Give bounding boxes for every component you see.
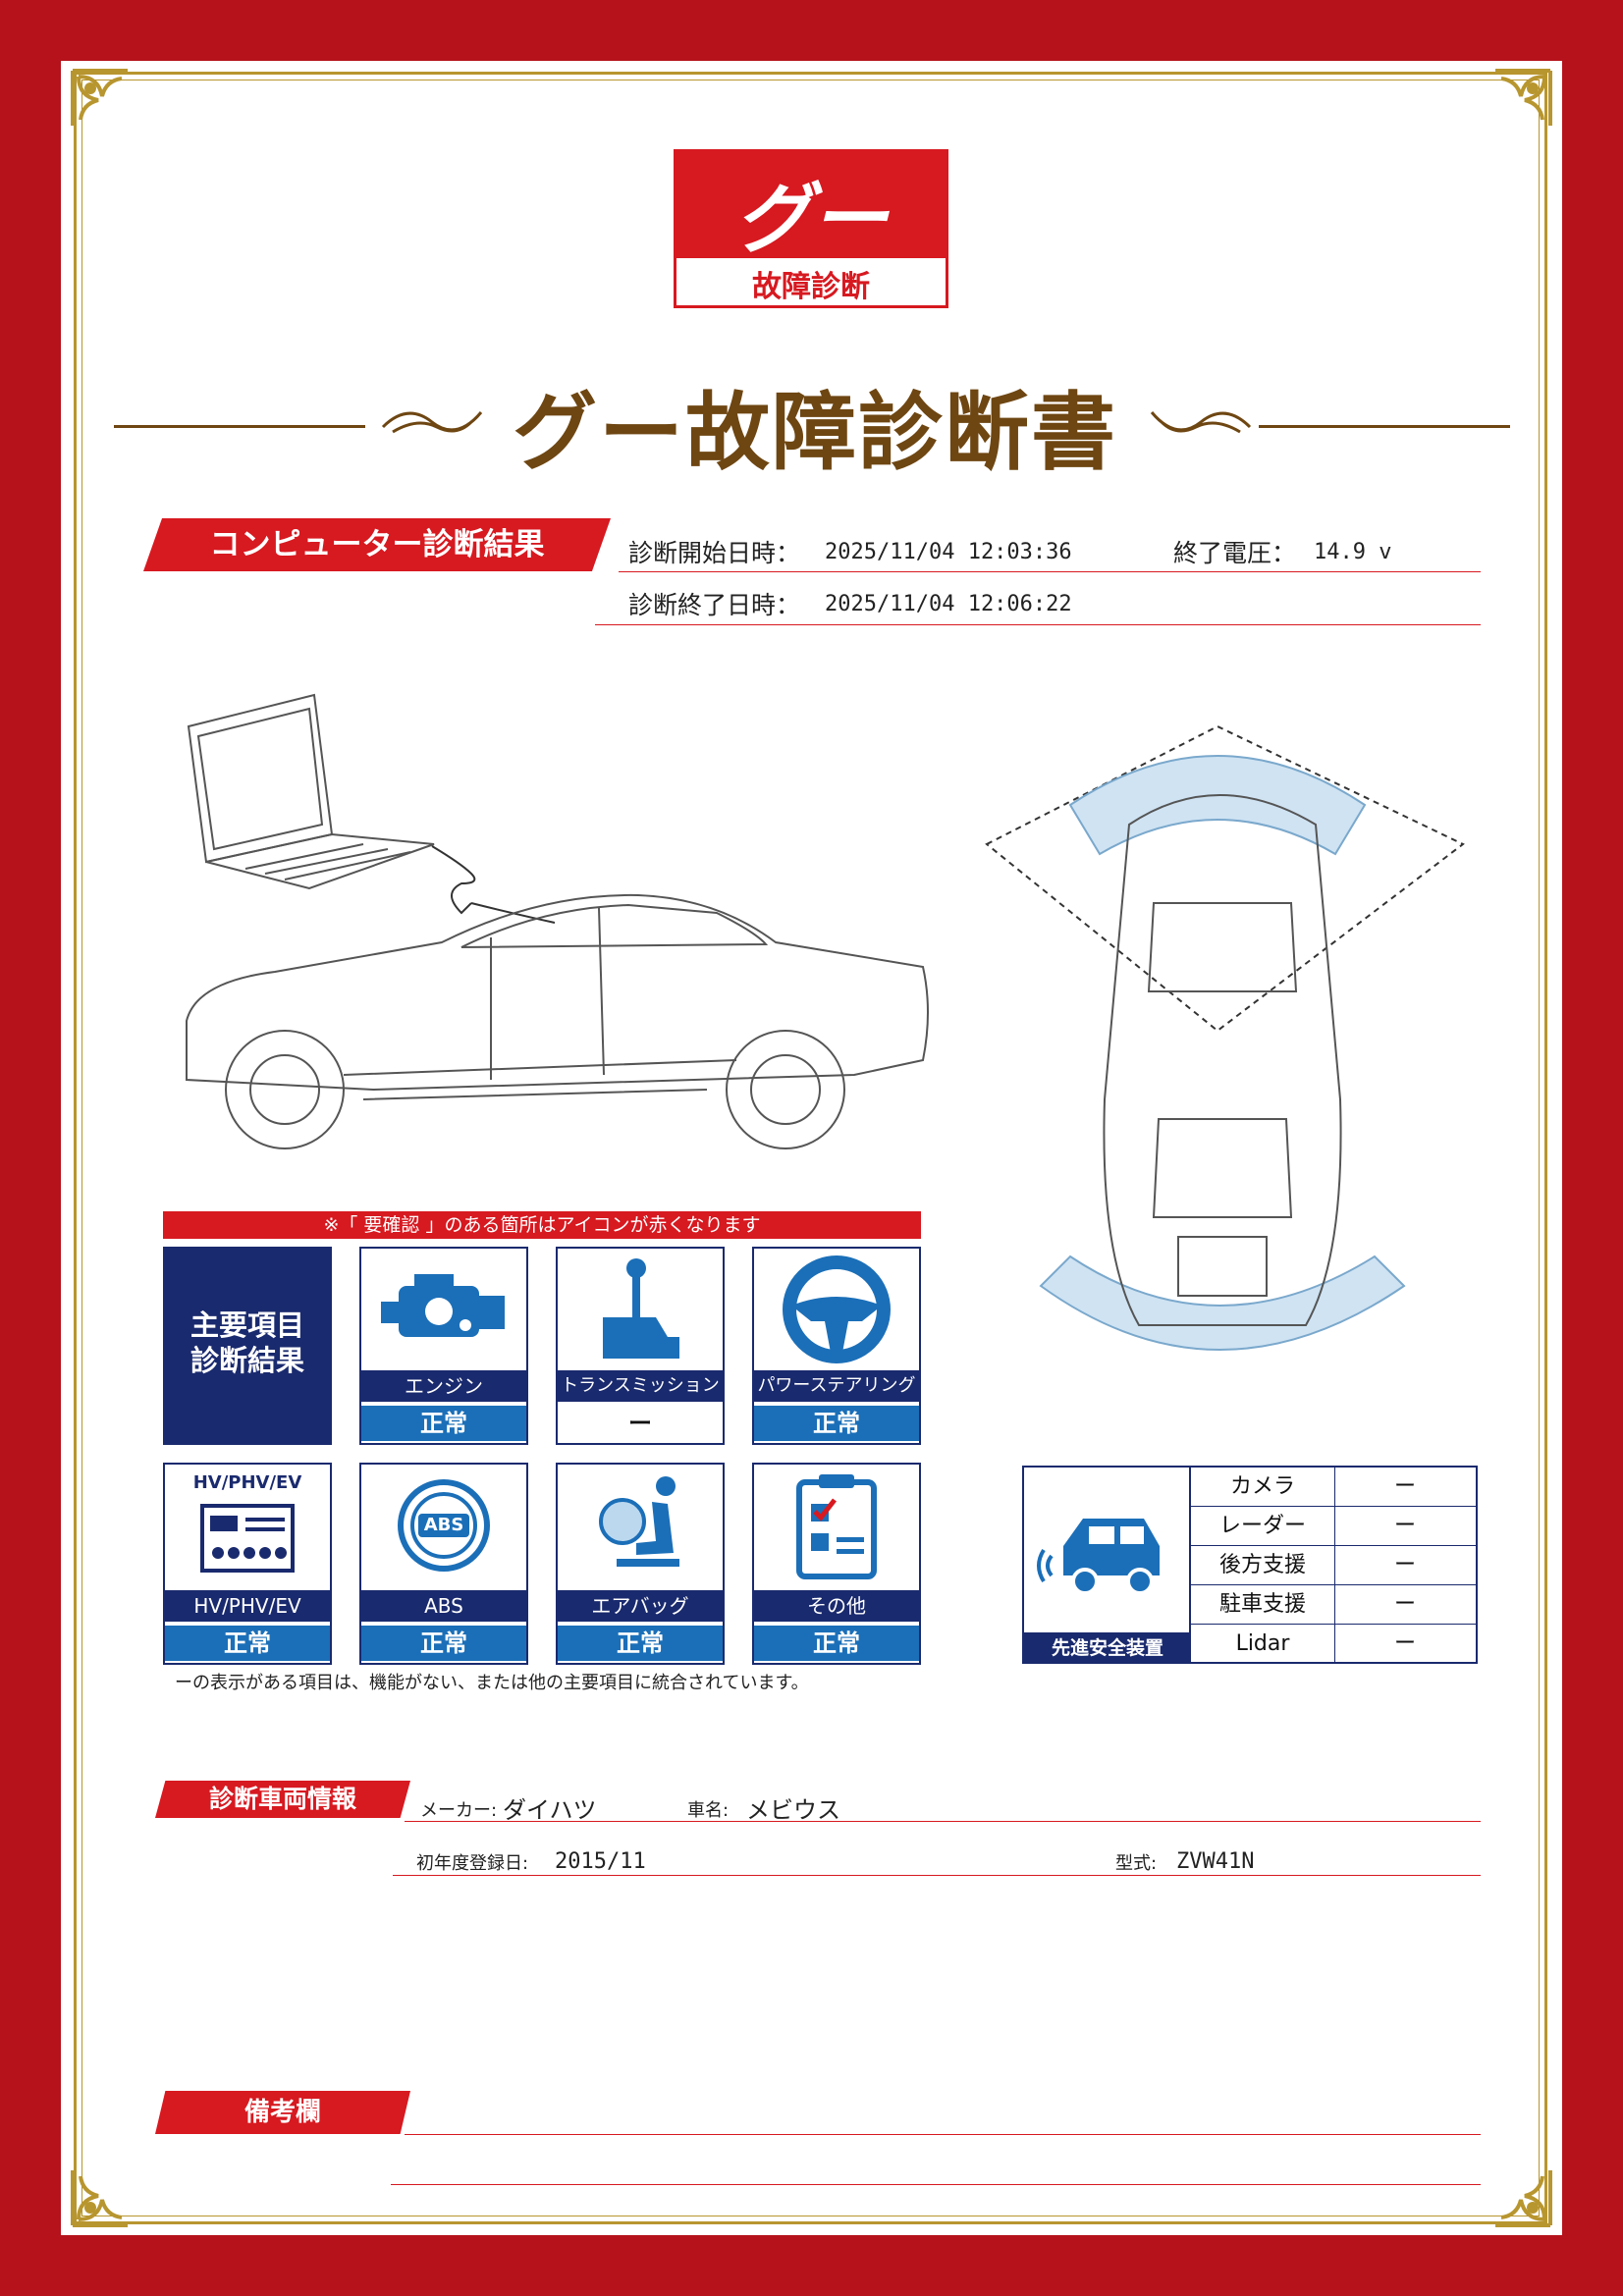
car-body-top xyxy=(1103,794,1342,1326)
voltage-label: 終了電圧： xyxy=(1173,539,1297,567)
notice-banner: ※「 要確認 」のある箇所はアイコンが赤くなります xyxy=(163,1211,921,1239)
gear-shift-icon xyxy=(603,1258,679,1359)
gold-frame-inner xyxy=(81,80,1540,2216)
item-status: 正常 xyxy=(754,1626,919,1661)
corner-ornament-icon xyxy=(1495,2170,1552,2227)
adas-row-name: 後方支援 xyxy=(1218,1553,1306,1577)
car-front-icon xyxy=(1037,1519,1160,1595)
item-tile-hv: HV/PHV/EV HV/PHV/EV 正常 xyxy=(163,1463,332,1665)
corner-ornament-icon xyxy=(1495,69,1552,126)
start-time-value: 2025/11/04 12:03:36 xyxy=(825,540,1072,564)
adas-label: 先進安全装置 xyxy=(1024,1632,1191,1664)
item-tile-power-steering: パワーステアリング 正常 xyxy=(752,1247,921,1445)
car-body-side xyxy=(186,893,929,1149)
voltage-value: 14.9 v xyxy=(1314,540,1392,564)
clipboard-icon xyxy=(796,1474,877,1579)
document-page xyxy=(61,61,1562,2235)
gold-frame xyxy=(74,72,1547,2224)
item-tile-airbag: エアバッグ 正常 xyxy=(556,1463,725,1665)
item-status: 正常 xyxy=(361,1626,526,1661)
rule-line xyxy=(405,1821,1481,1822)
logo-mark: グー xyxy=(733,176,888,264)
adas-divider xyxy=(1189,1468,1191,1662)
item-name: HV/PHV/EV xyxy=(165,1590,330,1622)
logo-subtitle: 故障診断 xyxy=(752,270,870,304)
title-rule-right xyxy=(1259,425,1510,428)
airbag-icon xyxy=(599,1476,679,1567)
adas-row-value: ー xyxy=(1393,1592,1416,1617)
remarks-tag: 備考欄 xyxy=(155,2091,410,2134)
adas-row-name: 駐車支援 xyxy=(1218,1592,1306,1617)
item-tile-transmission: トランスミッション ー xyxy=(556,1247,725,1445)
heading-line2: 診断結果 xyxy=(189,1344,304,1377)
adas-row-value: ー xyxy=(1393,1553,1416,1577)
type-value: ZVW41N xyxy=(1176,1849,1255,1874)
abs-icon: ABS xyxy=(361,1465,526,1584)
maker-label: メーカー: xyxy=(420,1800,498,1821)
item-tile-other: その他 正常 xyxy=(752,1463,921,1665)
adas-row-value: ー xyxy=(1393,1631,1416,1656)
flourish-left-icon xyxy=(381,411,483,434)
steering-wheel-icon xyxy=(783,1255,891,1363)
start-time-label: 診断開始日時： xyxy=(628,539,801,567)
item-name: エンジン xyxy=(361,1370,526,1402)
item-status: 正常 xyxy=(361,1406,526,1441)
item-name: その他 xyxy=(754,1590,919,1622)
adas-row: カメラ ー xyxy=(1191,1468,1476,1507)
item-status: ー xyxy=(558,1406,723,1441)
vehicle-info-tag: 診断車両情報 xyxy=(155,1781,410,1818)
adas-row: レーダー ー xyxy=(1191,1507,1476,1546)
adas-row: 駐車支援 ー xyxy=(1191,1585,1476,1625)
hv-icon-text: HV/PHV/EV xyxy=(192,1472,302,1493)
item-status: 正常 xyxy=(558,1626,723,1661)
footnote: ーの表示がある項目は、機能がない、または他の主要項目に統合されています。 xyxy=(175,1673,809,1693)
type-label: 型式: xyxy=(1115,1853,1158,1874)
rule-line xyxy=(391,2184,1481,2185)
abs-icon-text: ABS xyxy=(423,1515,464,1535)
registration-label: 初年度登録日: xyxy=(416,1853,529,1874)
model-value: メビウス xyxy=(746,1796,840,1824)
end-time-value: 2025/11/04 12:06:22 xyxy=(825,592,1072,616)
laptop-icon xyxy=(187,693,435,890)
main-items-heading: 主要項目 診断結果 xyxy=(163,1247,332,1445)
rule-line xyxy=(393,1875,1481,1876)
rule-line xyxy=(619,571,1481,572)
adas-row-value: ー xyxy=(1393,1474,1416,1499)
adas-row-name: Lidar xyxy=(1235,1631,1290,1656)
adas-row-name: カメラ xyxy=(1229,1474,1295,1499)
corner-ornament-icon xyxy=(71,2170,128,2227)
item-status: 正常 xyxy=(165,1626,330,1661)
rule-line xyxy=(405,2134,1481,2135)
item-name: ABS xyxy=(361,1590,526,1622)
end-time-label: 診断終了日時： xyxy=(628,591,801,619)
car-side-illustration xyxy=(186,693,929,1149)
car-top-illustration xyxy=(985,724,1465,1351)
adas-divider xyxy=(1334,1468,1335,1662)
item-tile-engine: エンジン 正常 xyxy=(359,1247,528,1445)
corner-ornament-icon xyxy=(71,69,128,126)
item-name: パワーステアリング xyxy=(754,1370,919,1402)
adas-row: Lidar ー xyxy=(1191,1625,1476,1664)
flourish-right-icon xyxy=(1150,411,1252,434)
hv-battery-icon: HV/PHV/EV xyxy=(165,1465,330,1584)
engine-icon xyxy=(381,1274,505,1337)
computer-diagnosis-tag: コンピューター診断結果 xyxy=(143,518,611,571)
document-title: グー故障診断書 xyxy=(513,384,1117,482)
adas-row-value: ー xyxy=(1393,1514,1416,1538)
adas-row-name: レーダー xyxy=(1218,1514,1306,1538)
registration-value: 2015/11 xyxy=(555,1849,646,1874)
rule-line xyxy=(595,624,1481,625)
title-rule-left xyxy=(114,425,365,428)
item-name: トランスミッション xyxy=(558,1370,723,1402)
maker-value: ダイハツ xyxy=(503,1796,597,1824)
item-tile-abs: ABS ABS 正常 xyxy=(359,1463,528,1665)
item-status: 正常 xyxy=(754,1406,919,1441)
goo-logo: グー 故障診断 xyxy=(674,149,948,308)
heading-line1: 主要項目 xyxy=(189,1308,304,1342)
model-label: 車名: xyxy=(687,1800,730,1821)
adas-row: 後方支援 ー xyxy=(1191,1546,1476,1585)
item-name: エアバッグ xyxy=(558,1590,723,1622)
